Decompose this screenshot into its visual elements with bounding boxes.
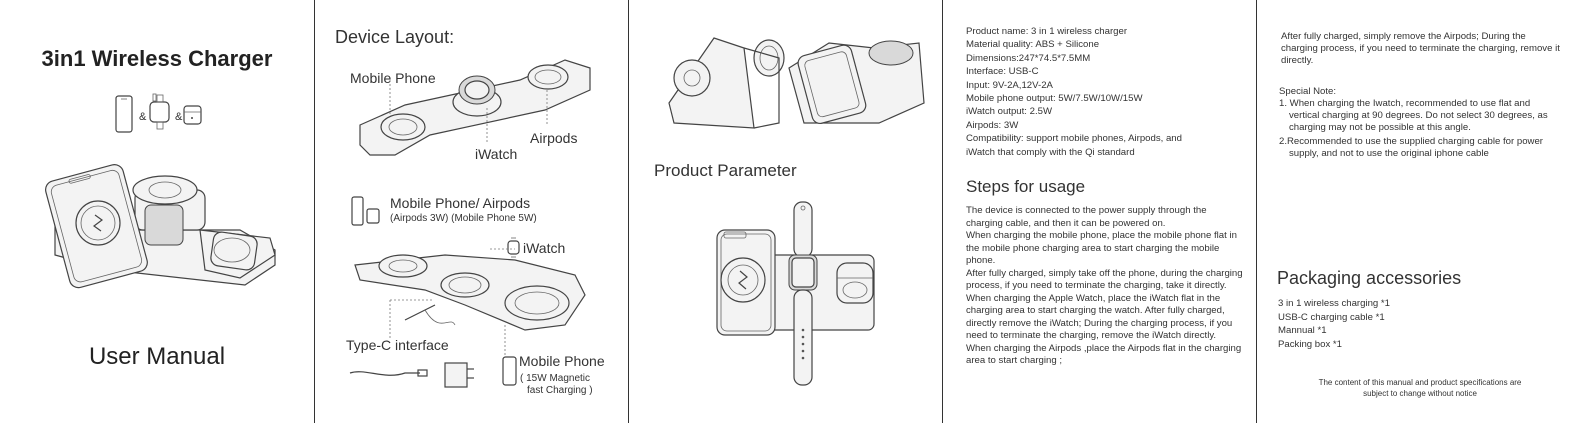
phone-icon (115, 95, 133, 133)
product-parameter-panel: Product Parameter (628, 0, 942, 423)
param-line: Compatibility: support mobile phones, Ai… (966, 133, 1182, 158)
packaging-heading: Packaging accessories (1277, 268, 1462, 288)
param-line: Input: 9V-2A,12V-2A (966, 79, 1053, 91)
notice-line: subject to change without notice (1363, 389, 1477, 398)
step-text: When charging the Airpods ,place the Air… (966, 342, 1242, 367)
charging-devices-illustration (716, 201, 875, 386)
specs-and-steps-panel: Product name: 3 in 1 wireless charger Ma… (942, 0, 1256, 423)
label-mobile-phone: Mobile Phone (350, 70, 436, 86)
param-line: Dimensions:247*74.5*7.5MM (966, 52, 1091, 64)
device-layout-heading: Device Layout: (335, 27, 455, 47)
label-airpods: Airpods (530, 130, 578, 146)
label-mobile-airpods: Mobile Phone/ Airpods (390, 195, 531, 211)
airpods-icon (183, 105, 202, 125)
device-layout-panel: Device Layout: Mobile Phone iWatch Airpo… (314, 0, 628, 423)
cover-panel: 3in1 Wireless Charger & & (0, 0, 314, 423)
param-line: iWatch output: 2.5W (966, 106, 1053, 118)
notes-and-accessories-panel: After fully charged, simply remove the A… (1256, 0, 1576, 423)
param-line: Interface: USB-C (966, 66, 1039, 78)
pack-item: USB-C charging cable *1 (1278, 311, 1385, 323)
user-manual-title: User Manual (88, 343, 226, 370)
special-note-item: 1. When charging the Iwatch, recommended… (1279, 98, 1548, 134)
pack-item: Mannual *1 (1278, 325, 1327, 336)
step-text: After fully charged, simply take off the… (966, 267, 1243, 292)
param-line: Material quality: ABS + Silicone (966, 39, 1100, 51)
label-typec: Type-C interface (346, 337, 449, 353)
ampersand: & (175, 111, 183, 123)
typec-cable-adapter-icon (349, 362, 474, 388)
param-line: Airpods: 3W (966, 119, 1019, 131)
special-note-title: Special Note: (1279, 86, 1337, 97)
charger-with-cable-diagram (354, 248, 586, 355)
watch-icon (149, 93, 170, 130)
flat-charger-diagram (359, 59, 591, 156)
step-text: When charging the mobile phone, place th… (966, 230, 1237, 266)
stand-mode-illustration (668, 37, 925, 129)
label-iwatch-bottom: iWatch (523, 240, 566, 256)
change-notice: The content of this manual and product s… (1257, 377, 1576, 399)
param-line: Mobile phone output: 5W/7.5W/10W/15W (966, 93, 1143, 105)
steps-heading: Steps for usage (966, 177, 1086, 196)
charger-illustration (45, 164, 276, 289)
special-note-item: 2.Recommended to use the supplied chargi… (1279, 136, 1543, 160)
step-text: The device is connected to the power sup… (966, 205, 1207, 229)
ampersand: & (139, 111, 147, 123)
steps-list: The device is connected to the power sup… (966, 205, 1244, 368)
pack-item: 3 in 1 wireless charging *1 (1278, 298, 1390, 309)
product-parameter-heading: Product Parameter (654, 161, 797, 180)
label-mobile-airpods-power: (Airpods 3W) (Mobile Phone 5W) (390, 213, 537, 224)
packaging-list: 3 in 1 wireless charging *1 USB-C chargi… (1278, 297, 1390, 351)
devices-icon-row (115, 93, 202, 133)
watch-icon-small (507, 237, 520, 258)
label-iwatch: iWatch (475, 146, 518, 162)
product-title: 3in1 Wireless Charger (41, 46, 273, 71)
pack-item: Packing box *1 (1278, 338, 1342, 350)
airpods-removal-text: After fully charged, simply remove the A… (1281, 31, 1560, 67)
notice-line: The content of this manual and product s… (1318, 378, 1522, 387)
label-magnetic-line1: ( 15W Magnetic (520, 373, 591, 384)
step-text: When charging the Apple Watch, place the… (966, 292, 1233, 342)
label-magnetic-line2: fast Charging ) (527, 385, 593, 396)
phone-airpods-icon (351, 196, 380, 226)
label-mobile-phone-bottom: Mobile Phone (519, 353, 605, 369)
parameter-list: Product name: 3 in 1 wireless charger Ma… (966, 25, 1246, 159)
param-line: Product name: 3 in 1 wireless charger (966, 26, 1128, 37)
phone-icon-small (502, 356, 517, 386)
